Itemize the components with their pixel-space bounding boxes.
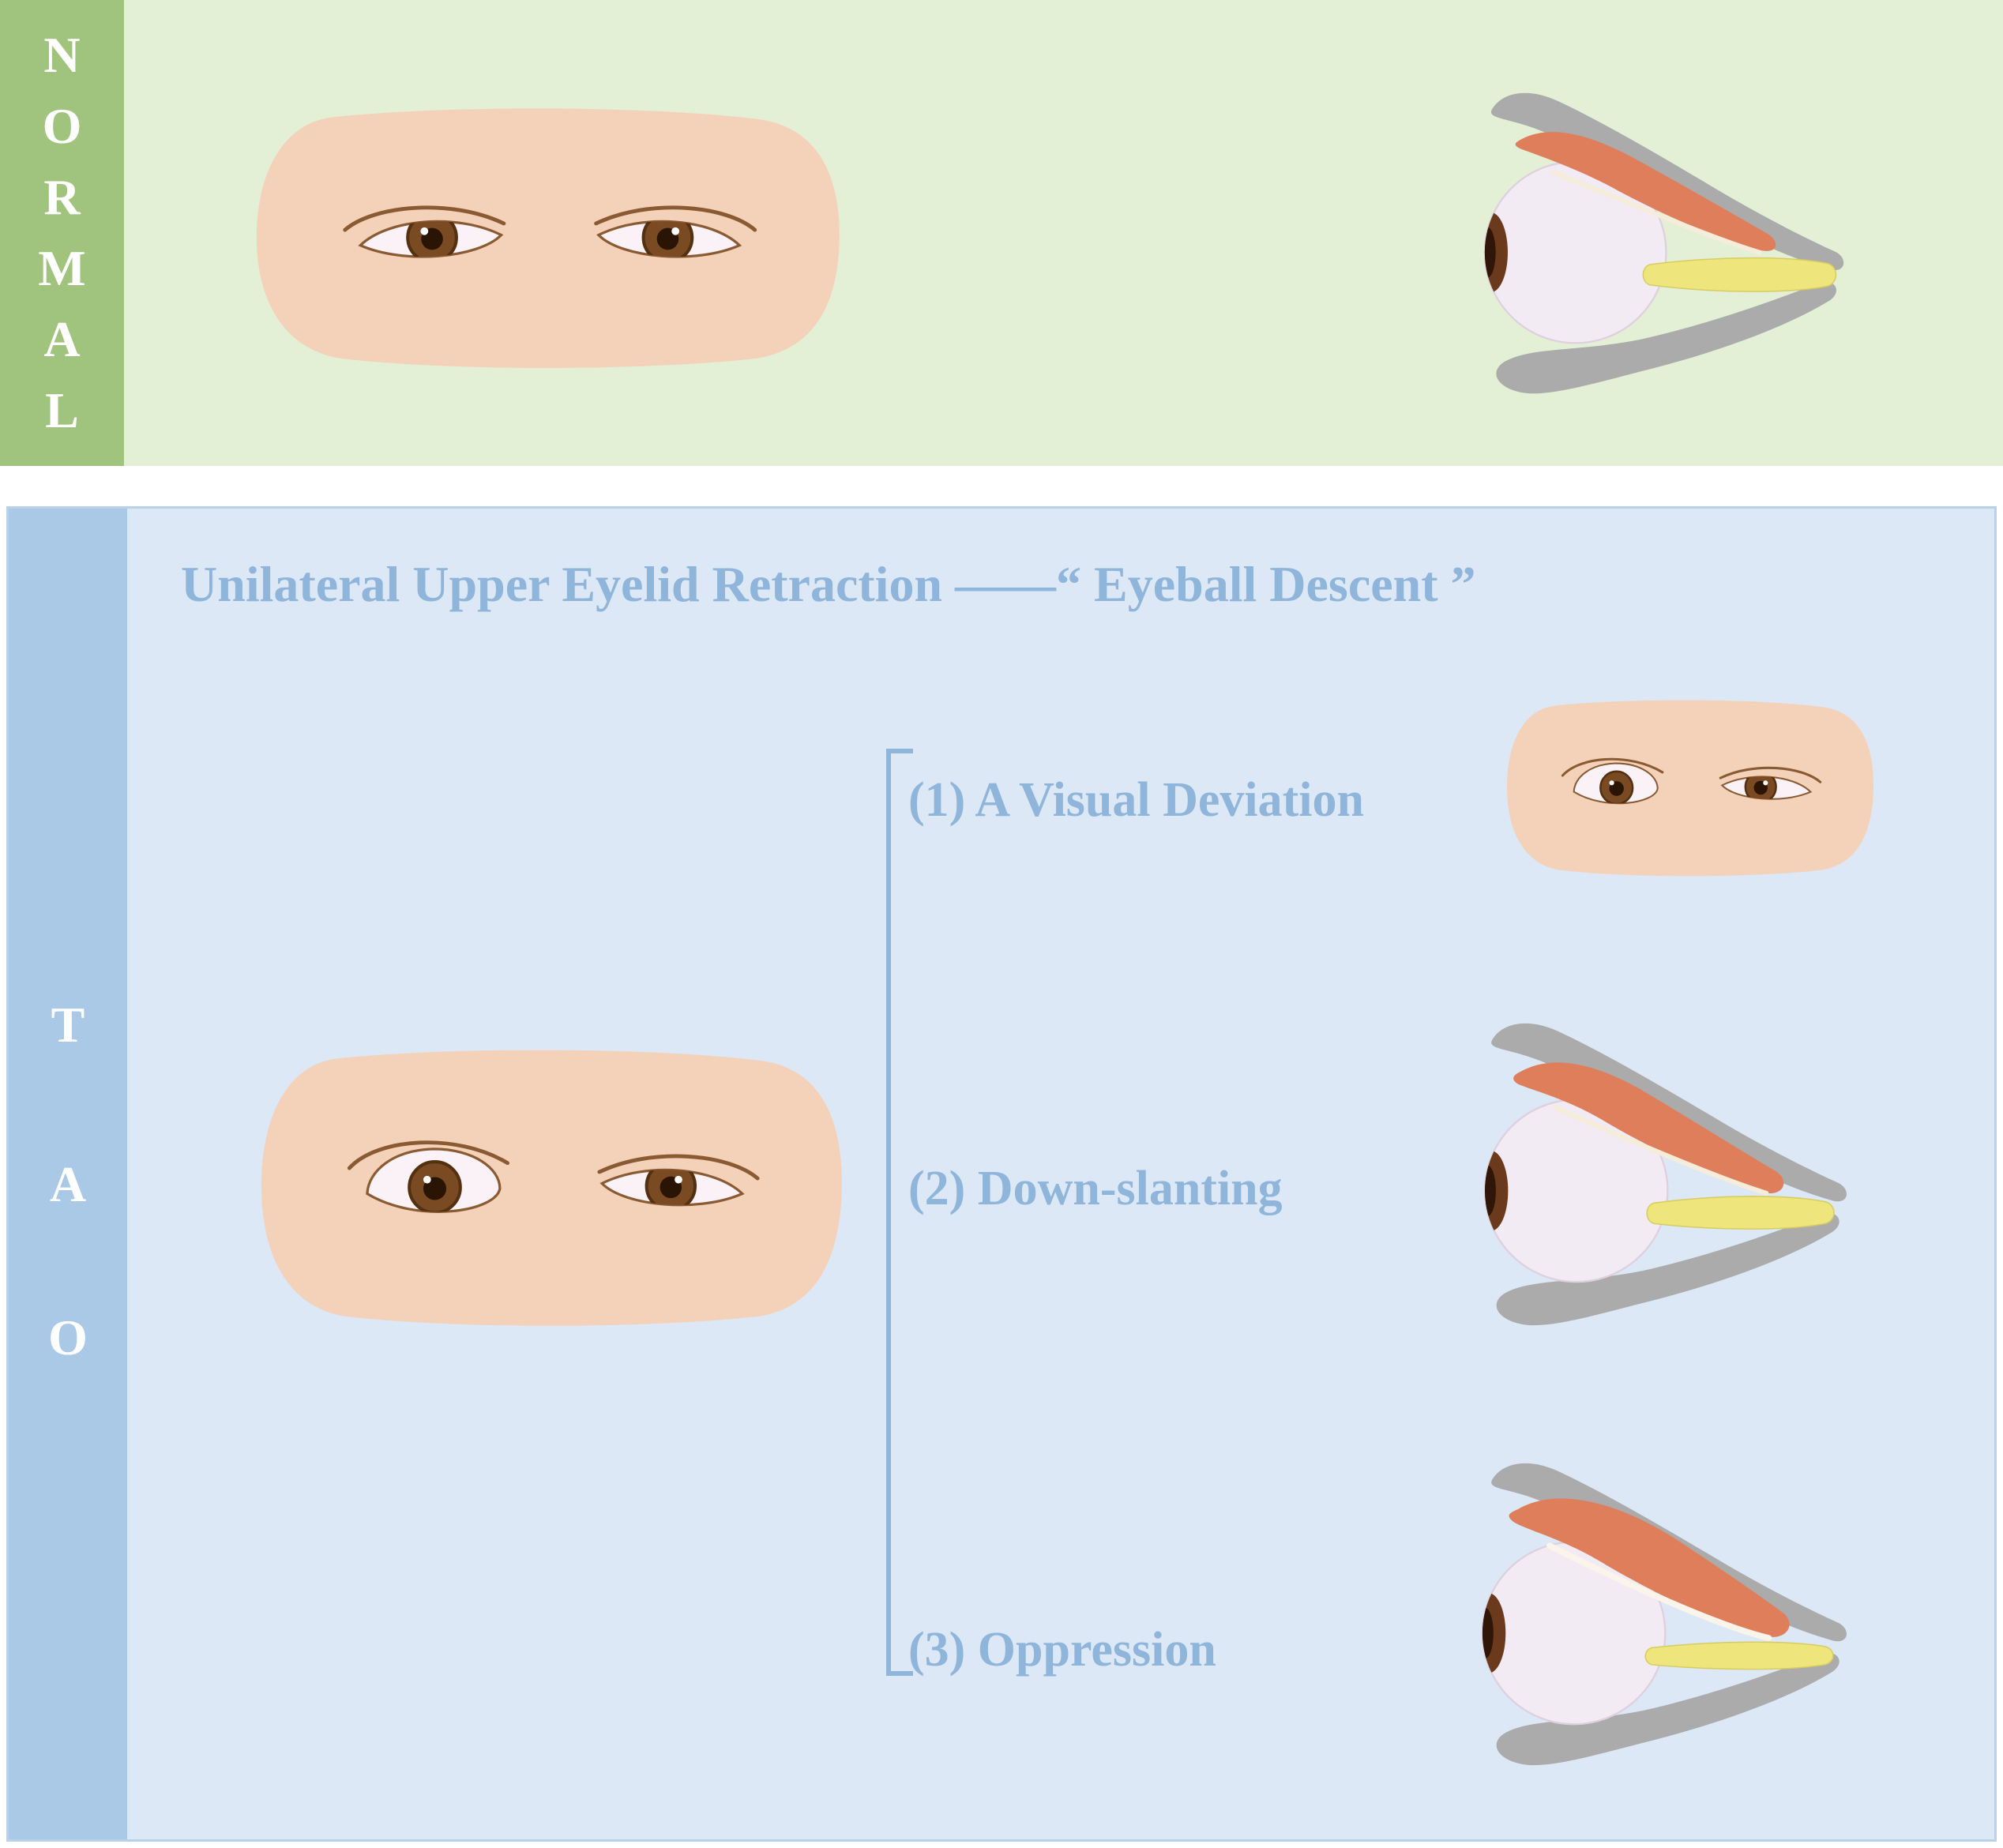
right-eye-deviated [1719,766,1822,800]
normal-letter: A [43,311,81,367]
levator-muscle-swollen [1509,1498,1790,1637]
normal-letter: N [43,27,81,83]
iris-ring [641,221,694,257]
iris-ring [644,1170,697,1205]
oppression-orbit-anatomy [1481,1463,1847,1766]
iris-side-view [1484,212,1508,293]
face-skin [256,108,840,368]
iris-side-view [1485,1151,1509,1231]
orbital-bone-bottom [1496,281,1836,394]
aponeurosis-line [1551,170,1762,255]
iris-group [641,221,694,257]
tao-panel-sidebar: T A O [9,509,127,1839]
normal-letter: O [42,98,82,154]
iris-ring [1744,776,1777,799]
levator-muscle-thickened [1513,1062,1784,1193]
left-eye-retracted [1561,757,1664,805]
upper-lid-line [597,1154,760,1181]
upper-lid-line [594,205,757,232]
iris-ring [1599,770,1634,804]
eye-highlight [1763,780,1768,786]
upper-lid-line [343,205,506,232]
face-skin [261,1050,842,1326]
levator-muscle [1515,132,1776,251]
iris-side-view [1482,1593,1506,1673]
visual-deviation-face [1507,700,1874,877]
normal-letter: M [38,240,86,296]
normal-panel-sidebar: N O R M A L [0,0,124,466]
inferior-muscle [1642,257,1837,292]
upper-lid-line [347,1140,510,1170]
orbital-bone-bottom [1496,1213,1840,1326]
aponeurosis-line [1546,1542,1772,1641]
eye-highlight [671,227,680,235]
pupil-side [1482,1607,1494,1659]
finding-3-label: (3) Oppression [908,1623,1216,1677]
tao-panel: T A O Unilateral Upper Eyelid Retraction… [6,506,1997,1842]
normal-letter: R [43,169,81,225]
normal-letter: L [45,382,79,438]
inferior-muscle [1646,1196,1835,1230]
aponeurosis-line [1554,1106,1769,1196]
pupil-side [1484,227,1496,278]
findings-bracket [886,749,913,1676]
tao-face-illustration [261,1050,842,1326]
iris-ring [406,221,458,257]
normal-panel: N O R M A L [0,0,2003,466]
tao-letter: A [49,1156,87,1212]
normal-orbit-anatomy [1483,92,1844,394]
left-eye-retracted [347,1140,510,1213]
face-skin [1507,700,1874,877]
left-eye [343,205,506,258]
pupil-side [1485,1165,1496,1217]
upper-lid-line [1561,757,1664,777]
iris-ring [408,1160,462,1212]
finding-1-label: (1) A Visual Deviation [908,773,1365,827]
iris-group [406,221,458,257]
tao-letter: T [51,997,85,1053]
normal-face-illustration [256,108,840,368]
iris-group [1599,770,1634,804]
iris-group [408,1160,462,1212]
eye-highlight [675,1175,682,1184]
orbital-bone-bottom [1496,1653,1840,1766]
iris-group [1744,776,1777,799]
right-eye [594,205,757,258]
tao-letter: O [48,1309,88,1365]
tao-title: Unilateral Upper Eyelid Retraction ——“ E… [181,556,1476,612]
eye-highlight [1609,780,1614,786]
eye-highlight [420,227,429,235]
right-eye [597,1154,760,1207]
down-slanting-orbit-anatomy [1483,1023,1847,1326]
inferior-muscle-compressed [1644,1641,1834,1670]
finding-2-label: (2) Down-slanting [908,1162,1283,1215]
eye-highlight [423,1175,431,1184]
upper-lid-line [1719,766,1822,783]
iris-group [644,1170,697,1205]
